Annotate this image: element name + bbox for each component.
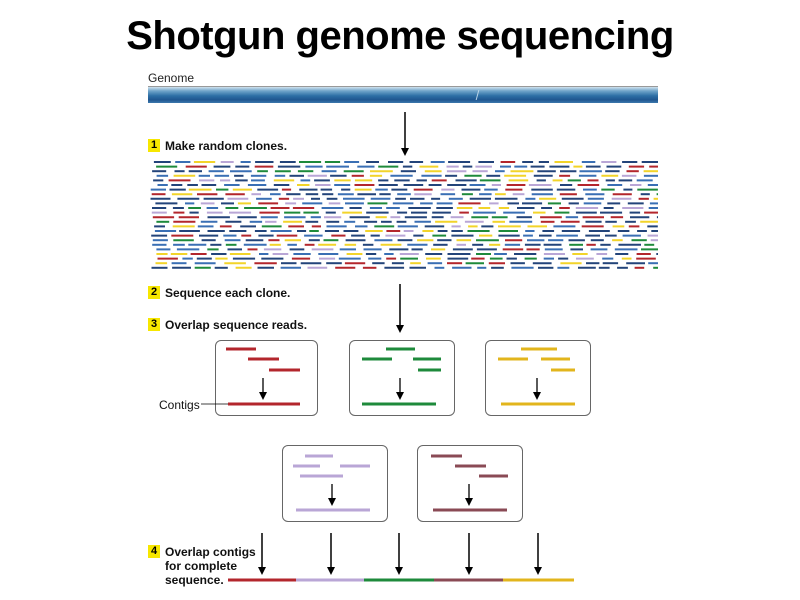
lavender-reads <box>293 454 370 512</box>
step-1-number: 1 <box>148 139 160 152</box>
step-4-label: Overlap contigs for complete sequence. <box>165 545 256 587</box>
yellow-reads <box>498 347 575 406</box>
step-2-number: 2 <box>148 286 160 299</box>
step-3-number: 3 <box>148 318 160 331</box>
green-reads <box>362 347 441 406</box>
page-title: Shotgun genome sequencing <box>126 14 674 58</box>
genome-bar <box>148 86 658 103</box>
step-4-number: 4 <box>148 545 160 558</box>
maroon-reads <box>431 454 508 512</box>
red-reads <box>226 347 300 406</box>
random-clones <box>150 161 658 269</box>
step-2-label: Sequence each clone. <box>165 286 291 300</box>
genome-label: Genome <box>148 71 195 85</box>
contigs-label: Contigs <box>159 398 200 412</box>
final-arrows <box>258 533 542 575</box>
step-3-label: Overlap sequence reads. <box>165 318 308 332</box>
step-2: 2 Sequence each clone. <box>148 286 290 300</box>
step-4: 4 Overlap contigs for complete sequence. <box>148 545 256 587</box>
step-1: 1 Make random clones. <box>148 139 287 153</box>
step-3: 3 Overlap sequence reads. <box>148 318 307 332</box>
step-1-label: Make random clones. <box>165 139 288 153</box>
